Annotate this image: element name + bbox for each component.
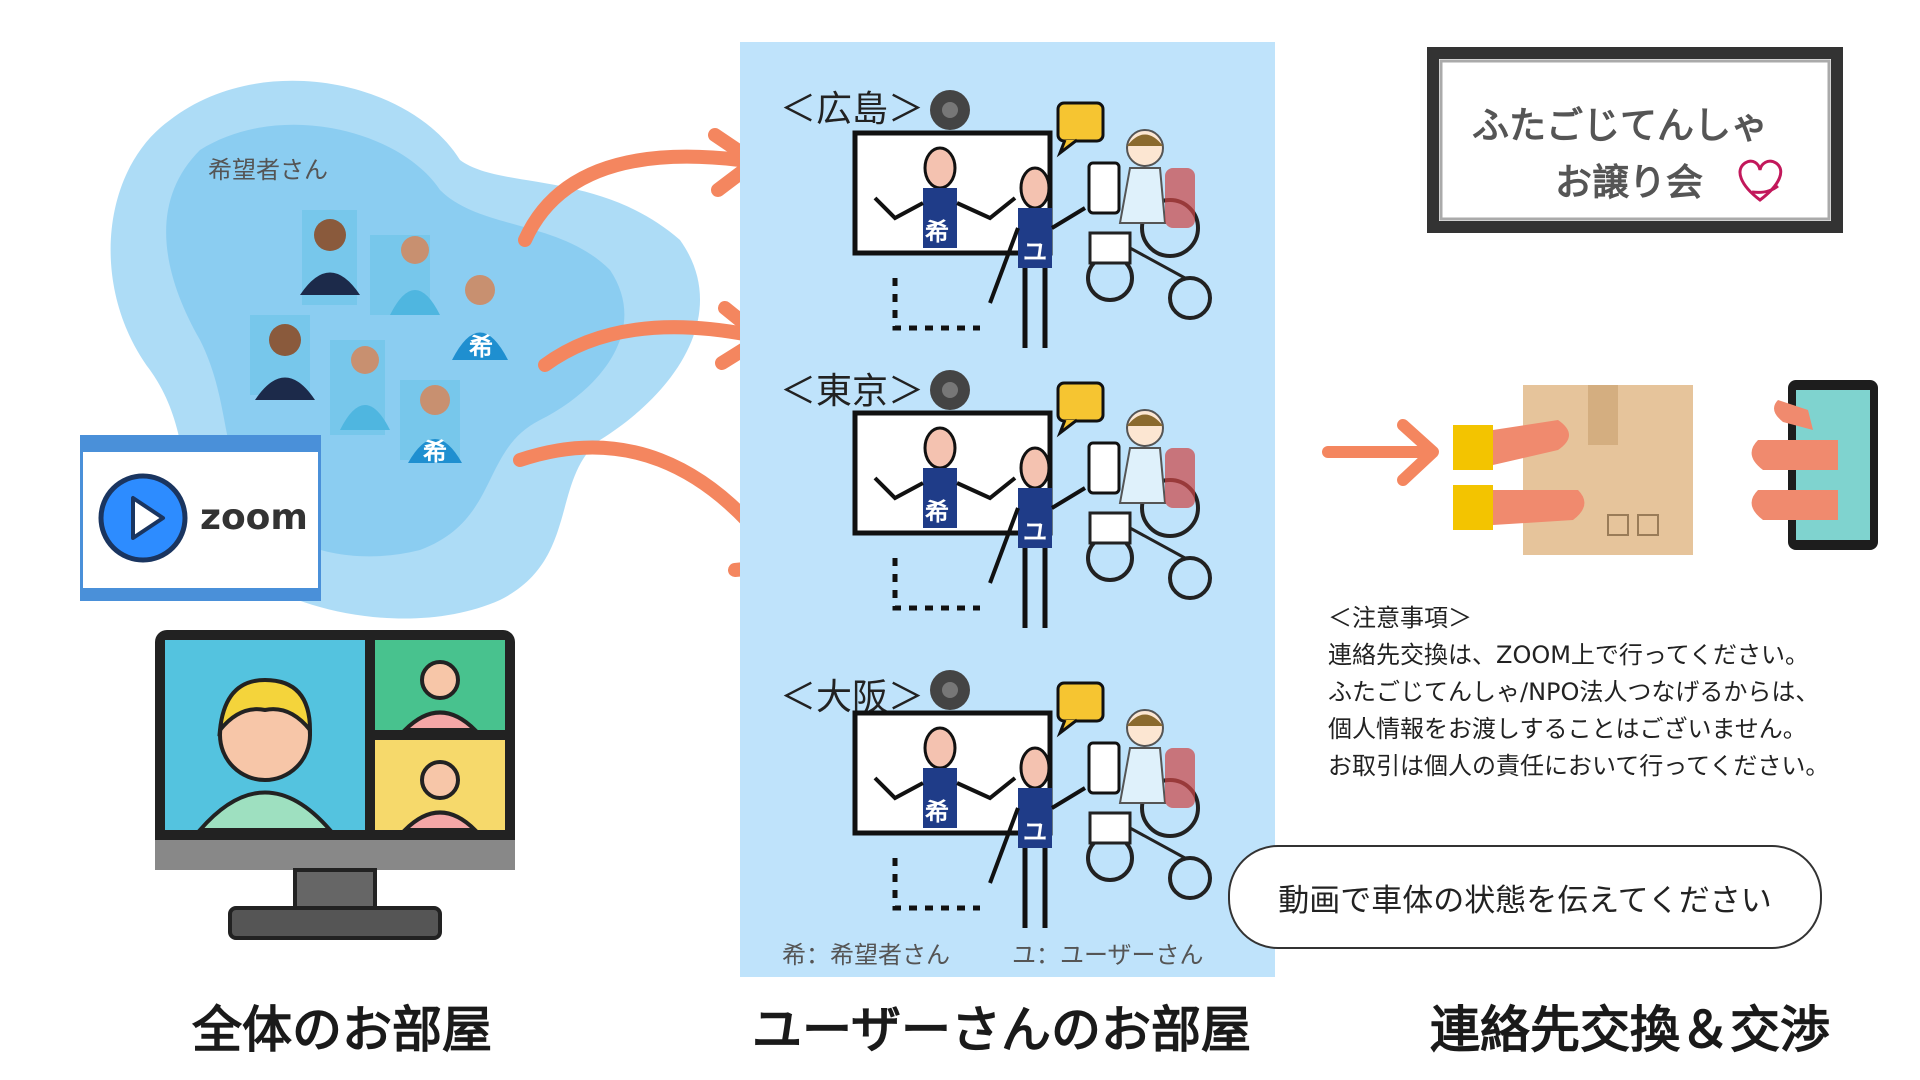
- notes-line: 連絡先交換は、ZOOM上で行ってください。: [1328, 641, 1810, 669]
- scene-tokyo-applicant-badge: 希: [925, 498, 949, 526]
- notes-line: お取引は個人の責任において行ってください。: [1328, 752, 1830, 780]
- notes-line: ふたごじてんしゃ/NPO法人つなげるからは、: [1328, 678, 1820, 706]
- applicant-badge-2: 希: [423, 438, 447, 466]
- applicant-badge-1: 希: [469, 333, 493, 361]
- section-label-meeting-room: 全体のお部屋: [192, 1001, 492, 1059]
- zoom-label: zoom: [200, 497, 308, 538]
- scene-tokyo-user-badge: ユ: [1023, 518, 1047, 546]
- section-label-exchange: 連絡先交換＆交渉: [1430, 1001, 1830, 1059]
- notes-block: ＜注意事項＞ 連絡先交換は、ZOOM上で行ってください。 ふたごじてんしゃ/NP…: [1328, 600, 1829, 785]
- legend-applicant: 希：希望者さん: [782, 941, 950, 969]
- video-speech-bubble: 動画で車体の状態を伝えてください: [1228, 845, 1822, 949]
- event-title-frame: [1427, 47, 1843, 233]
- city-label-tokyo: ＜東京＞: [780, 371, 925, 412]
- scene-osaka: [852, 670, 1212, 928]
- scene-hiroshima: [852, 90, 1212, 348]
- video-speech-bubble-text: 動画で車体の状態を伝えてください: [1278, 882, 1772, 919]
- zoom-window-titlebar: [83, 438, 318, 452]
- scene-tokyo: [852, 370, 1212, 628]
- event-title-line1: ふたごじてんしゃ: [1472, 104, 1768, 147]
- scene-osaka-user-badge: ユ: [1023, 818, 1047, 846]
- video-call-monitor-icon: [155, 630, 515, 940]
- notes-line: 個人情報をお渡しすることはございません。: [1328, 715, 1807, 743]
- handover-illustration: [1322, 380, 1878, 555]
- scene-osaka-applicant-badge: 希: [925, 798, 949, 826]
- applicants-label: 希望者さん: [208, 156, 328, 184]
- applicants-group-illustration: [250, 210, 508, 463]
- scene-hiroshima-user-badge: ユ: [1023, 238, 1047, 266]
- heart-scribble-icon: [1738, 159, 1783, 202]
- city-label-hiroshima: ＜広島＞: [780, 89, 925, 130]
- legend-user: ユ：ユーザーさん: [1012, 941, 1204, 969]
- section-label-user-room: ユーザーさんのお部屋: [752, 1001, 1251, 1059]
- zoom-play-icon: [98, 473, 188, 563]
- notes-heading: ＜注意事項＞: [1328, 604, 1472, 632]
- scene-hiroshima-applicant-badge: 希: [925, 218, 949, 246]
- event-title-line2: お譲り会: [1555, 161, 1703, 204]
